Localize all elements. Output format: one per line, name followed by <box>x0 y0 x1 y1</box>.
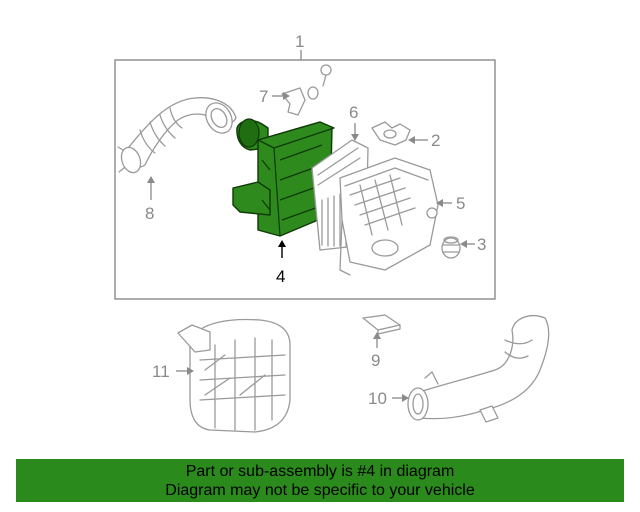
banner-line-1: Part or sub-assembly is #4 in diagram <box>185 463 455 480</box>
banner-line-2: Diagram may not be specific to your vehi… <box>165 482 475 499</box>
part-11-resonator[interactable] <box>177 318 291 433</box>
callout-8[interactable]: 8 <box>145 204 154 223</box>
part-5-air-cleaner-cover[interactable] <box>339 157 439 276</box>
arrow-2 <box>408 136 415 144</box>
callout-2[interactable]: 2 <box>431 131 440 150</box>
arrow-11 <box>187 367 194 375</box>
highlight-banner: Part or sub-assembly is #4 in diagram Di… <box>16 459 624 502</box>
arrow-5 <box>436 199 443 207</box>
callout-6[interactable]: 6 <box>349 103 358 122</box>
callout-9[interactable]: 9 <box>371 351 380 370</box>
part-8-intake-hose[interactable] <box>117 97 237 176</box>
assembly-frame <box>114 59 496 300</box>
callout-4[interactable]: 4 <box>276 267 285 286</box>
callout-3[interactable]: 3 <box>477 235 486 254</box>
part-3-grommet[interactable] <box>441 236 461 259</box>
callout-1[interactable]: 1 <box>295 32 304 51</box>
arrow-4 <box>278 240 286 247</box>
arrow-6 <box>351 134 359 141</box>
callout-7[interactable]: 7 <box>259 87 268 106</box>
part-2-clip[interactable] <box>371 121 411 146</box>
arrow-8 <box>147 176 155 183</box>
callout-5[interactable]: 5 <box>456 194 465 213</box>
arrow-3 <box>460 240 467 248</box>
part-10-intake-duct[interactable] <box>407 315 550 423</box>
arrow-10 <box>402 394 409 402</box>
part-7-sensor[interactable] <box>281 64 332 116</box>
part-4-air-cleaner-housing[interactable] <box>232 118 335 237</box>
part-9-pad[interactable] <box>362 314 401 335</box>
callout-11[interactable]: 11 <box>152 362 170 381</box>
callout-10[interactable]: 10 <box>368 389 387 408</box>
arrow-7 <box>283 92 290 100</box>
arrow-9 <box>373 332 381 339</box>
